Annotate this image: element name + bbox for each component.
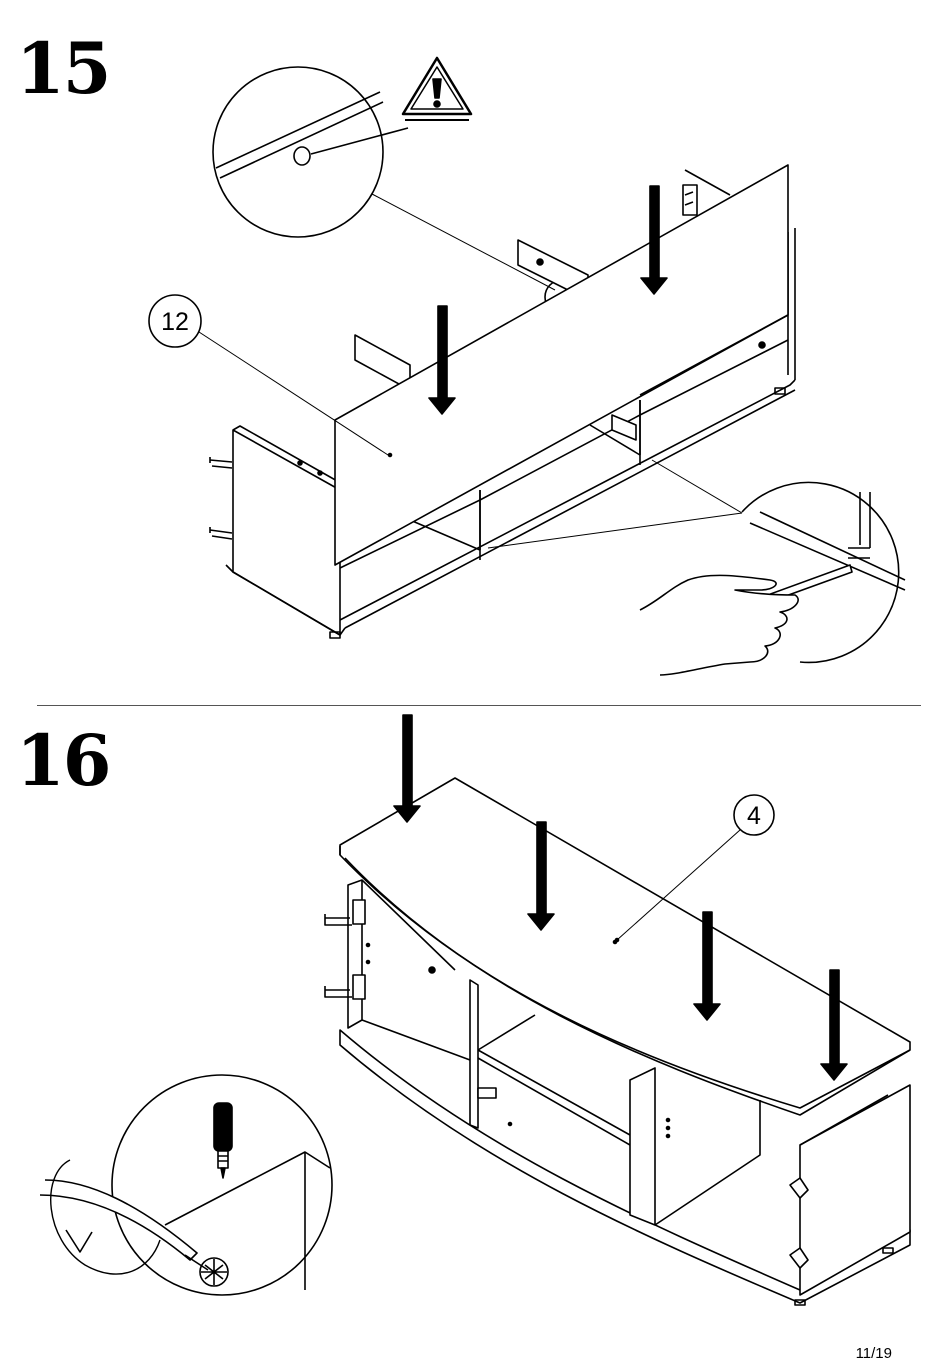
down-arrow-icon: [394, 715, 420, 822]
screwdriver-detail-circle: [40, 1075, 332, 1295]
callout-label-4: 4: [747, 802, 761, 830]
cabinet-step16: [325, 778, 910, 1305]
hand-detail-circle: [488, 460, 905, 675]
callout-label-12: 12: [161, 308, 189, 336]
warning-triangle-icon: [403, 58, 471, 120]
page-number: 11/19: [856, 1345, 892, 1362]
warning-detail-circle: [213, 67, 555, 290]
